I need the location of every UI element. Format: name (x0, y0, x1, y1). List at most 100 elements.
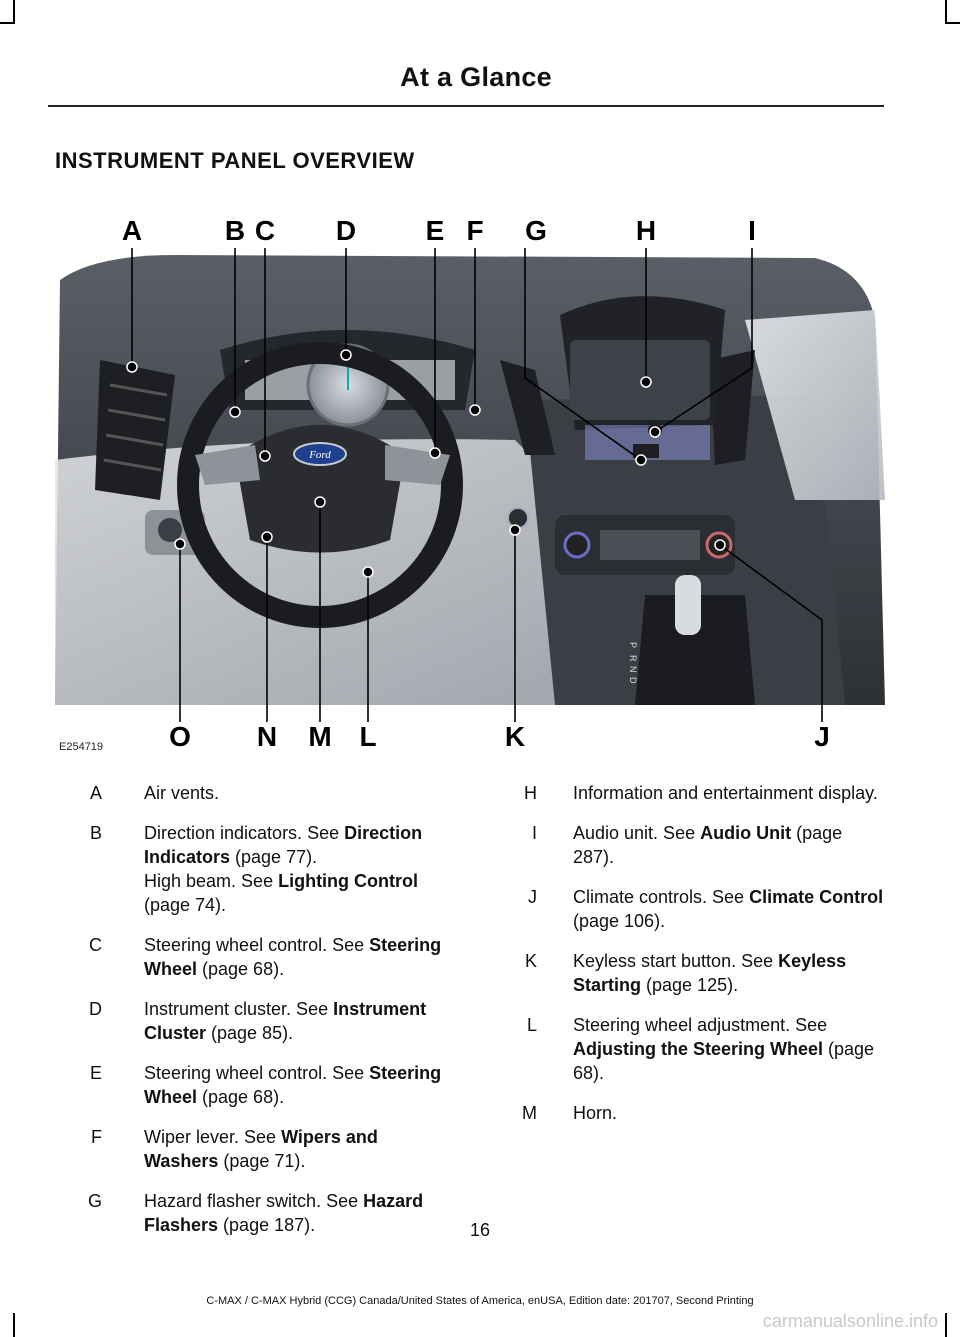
crop-mark-bottom-right (945, 1313, 947, 1337)
callout-dot-o (174, 538, 186, 550)
legend-text: Steering wheel control. See Steering Whe… (144, 1063, 442, 1107)
callout-label-b: B (225, 215, 245, 246)
light-switch-knob (158, 518, 182, 542)
callout-label-n: N (257, 721, 277, 752)
cross-reference[interactable]: Instrument Cluster (144, 999, 427, 1043)
cross-reference[interactable]: Climate Control (749, 887, 884, 907)
legend-item: A Air vents. (55, 781, 455, 805)
legend-item: L Steering wheel adjustment. See Adjusti… (485, 1013, 885, 1085)
legend-item: M Horn. (485, 1101, 885, 1125)
callout-line-g (524, 248, 642, 461)
legend-letter: L (526, 1015, 537, 1035)
legend-item: H Information and entertainment display. (485, 781, 885, 805)
center-left-vent (500, 360, 555, 455)
callout-dot-b (229, 406, 241, 418)
callout-label-l: L (359, 721, 376, 752)
gear-letter-p: P (628, 642, 638, 648)
legend-letter: D (89, 999, 102, 1019)
callout-label-e: E (426, 215, 445, 246)
right-trim (745, 310, 885, 500)
callout-label-i: I (748, 215, 756, 246)
callout-dot-e (429, 447, 441, 459)
legend-item: C Steering wheel control. See Steering W… (55, 933, 455, 981)
page-header-title: At a Glance (400, 62, 552, 92)
legend-text: Keyless start button. See Keyless Starti… (573, 951, 847, 995)
callout-dot-k (509, 524, 521, 536)
callout-label-a: A (122, 215, 142, 246)
callout-label-d: D (336, 215, 356, 246)
legend-item: F Wiper lever. See Wipers and Washers (p… (55, 1125, 455, 1173)
page-number: 16 (469, 1220, 491, 1240)
keyless-start-button (507, 507, 529, 529)
legend-text: Climate controls. See Climate Control (p… (573, 887, 884, 931)
callout-label-f: F (466, 215, 483, 246)
legend-letter: F (91, 1127, 102, 1147)
legend-letter: A (89, 783, 102, 803)
steering-wheel-left-spoke (195, 445, 260, 485)
callout-dot-h (640, 376, 652, 388)
legend-item: J Climate controls. See Climate Control … (485, 885, 885, 933)
legend-item: K Keyless start button. See Keyless Star… (485, 949, 885, 997)
callout-dot-f (469, 404, 481, 416)
legend-text: Direction indicators. See Direction Indi… (144, 823, 423, 915)
legend-letter: B (89, 823, 102, 843)
legend-text: Wiper lever. See Wipers and Washers (pag… (144, 1127, 378, 1171)
watermark: carmanualsonline.info (762, 1311, 938, 1331)
legend-text: Steering wheel control. See Steering Whe… (144, 935, 442, 979)
cross-reference[interactable]: Wipers and Washers (144, 1127, 378, 1171)
crop-mark-top-left-h (0, 22, 15, 24)
legend-text: Horn. (573, 1103, 618, 1123)
cross-reference[interactable]: Adjusting the Steering Wheel (573, 1039, 824, 1059)
legend-text: Steering wheel adjustment. See Adjusting… (573, 1015, 875, 1083)
cross-reference[interactable]: Audio Unit (700, 823, 792, 843)
legend-letter: H (524, 783, 537, 803)
dashboard-illustration: P R N D Ford (55, 215, 885, 752)
legend-column-left: A Air vents. B Direction indicators. See… (55, 781, 455, 1253)
callout-dot-n (261, 531, 273, 543)
legend-item: G Hazard flasher switch. See Hazard Flas… (55, 1189, 455, 1237)
legend-letter: J (528, 887, 537, 907)
callout-dot-c (259, 450, 271, 462)
legend-text: Air vents. (144, 783, 220, 803)
legend-item: B Direction indicators. See Direction In… (55, 821, 455, 917)
ford-badge-text: Ford (308, 449, 331, 461)
crop-mark-top-right (945, 0, 947, 24)
header-rule (48, 105, 884, 107)
callout-label-k: K (505, 721, 525, 752)
callout-label-c: C (255, 215, 275, 246)
instrument-panel-figure: P R N D Ford (55, 200, 885, 753)
callout-dot-g (635, 454, 647, 466)
legend-letter: C (89, 935, 102, 955)
cross-reference[interactable]: Hazard Flashers (144, 1191, 424, 1235)
callout-dot-l (362, 566, 374, 578)
hazard-button-shape (633, 444, 659, 458)
cross-reference[interactable]: Lighting Control (278, 871, 419, 891)
callout-dot-d (340, 349, 352, 361)
legend-item: I Audio unit. See Audio Unit (page 287). (485, 821, 885, 869)
legend-text: Audio unit. See Audio Unit (page 287). (573, 823, 843, 867)
cross-reference[interactable]: Steering Wheel (144, 1063, 442, 1107)
gear-letter-r: R (628, 655, 638, 662)
callout-dot-m (314, 496, 326, 508)
callout-label-o: O (169, 721, 191, 752)
callout-dot-j (714, 539, 726, 551)
legend-column-right: H Information and entertainment display.… (485, 781, 885, 1141)
callout-line-j (719, 544, 823, 722)
callout-label-j: J (814, 721, 830, 752)
cross-reference[interactable]: Steering Wheel (144, 935, 442, 979)
callout-dot-a (126, 361, 138, 373)
legend-letter: G (87, 1191, 102, 1211)
legend-letter: E (89, 1063, 102, 1083)
cross-reference[interactable]: Keyless Starting (573, 951, 847, 995)
crop-mark-bottom-left (13, 1313, 15, 1337)
figure-id: E254719 (59, 741, 104, 753)
callout-line-i (654, 248, 753, 433)
callout-dot-i (649, 426, 661, 438)
steering-wheel-hub (235, 425, 405, 553)
callout-label-h: H (636, 215, 656, 246)
legend-text: Information and entertainment display. (573, 783, 878, 803)
cross-reference[interactable]: Direction Indicators (144, 823, 423, 867)
legend-item: D Instrument cluster. See Instrument Clu… (55, 997, 455, 1045)
legend-text: Hazard flasher switch. See Hazard Flashe… (144, 1191, 424, 1235)
crop-mark-top-left (13, 0, 15, 24)
